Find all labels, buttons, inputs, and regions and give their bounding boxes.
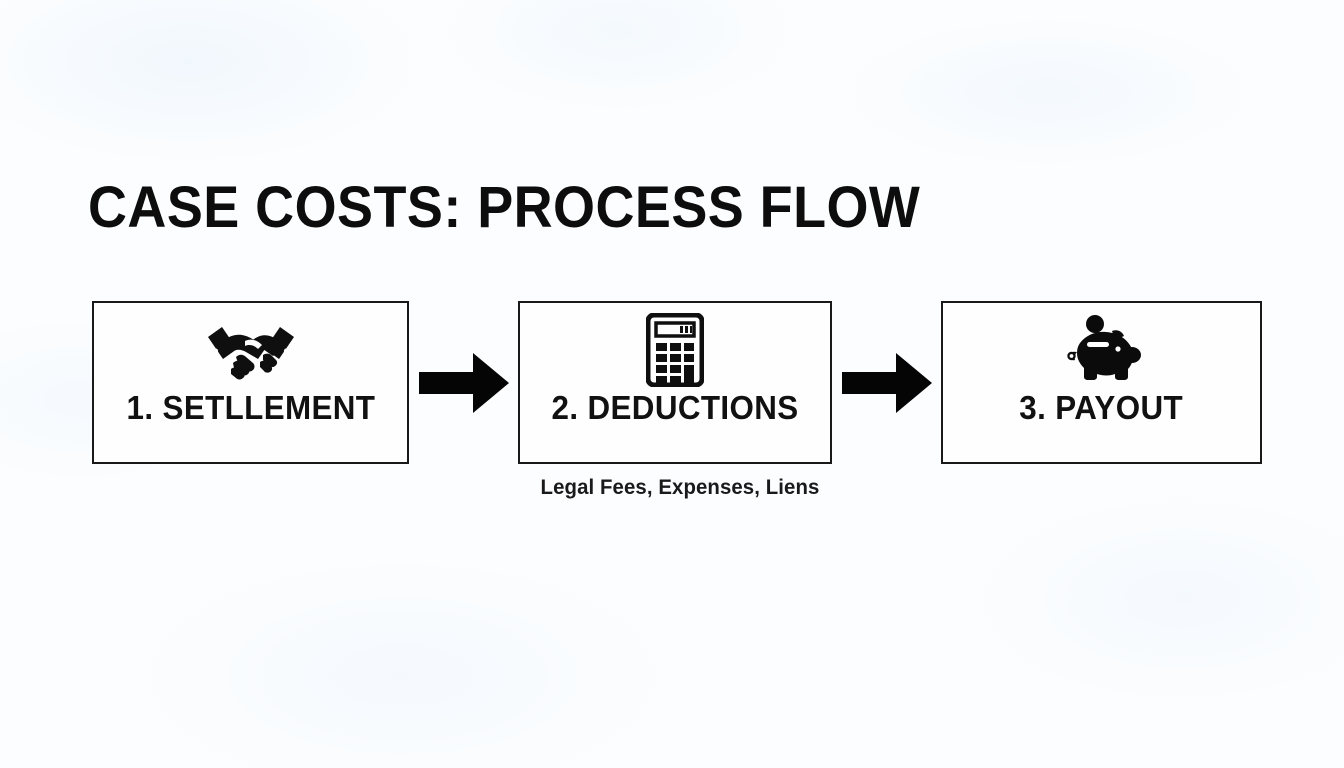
- process-step-settlement[interactable]: 1. SETLLEMENT: [92, 301, 409, 464]
- process-step-label: 2. DEDUCTIONS: [551, 389, 799, 426]
- page-title: CASE COSTS: PROCESS FLOW: [88, 174, 921, 240]
- arrow-right-icon: [841, 352, 932, 413]
- flow-connector-2: [832, 301, 941, 464]
- process-step-deductions[interactable]: 2. DEDUCTIONS: [518, 301, 832, 464]
- piggy-bank-icon: [1062, 315, 1142, 385]
- calculator-icon: [646, 313, 704, 387]
- flow-connector-1: [409, 301, 518, 464]
- process-step-label: 3. PAYOUT: [1019, 389, 1184, 426]
- arrow-right-icon: [418, 352, 509, 413]
- handshake-icon: [203, 315, 299, 385]
- process-step-label: 1. SETLLEMENT: [126, 389, 375, 426]
- deductions-caption: Legal Fees, Expenses, Liens: [540, 476, 820, 499]
- process-step-payout[interactable]: 3. PAYOUT: [941, 301, 1262, 464]
- process-flow-diagram: 1. SETLLEMENT: [92, 301, 1262, 464]
